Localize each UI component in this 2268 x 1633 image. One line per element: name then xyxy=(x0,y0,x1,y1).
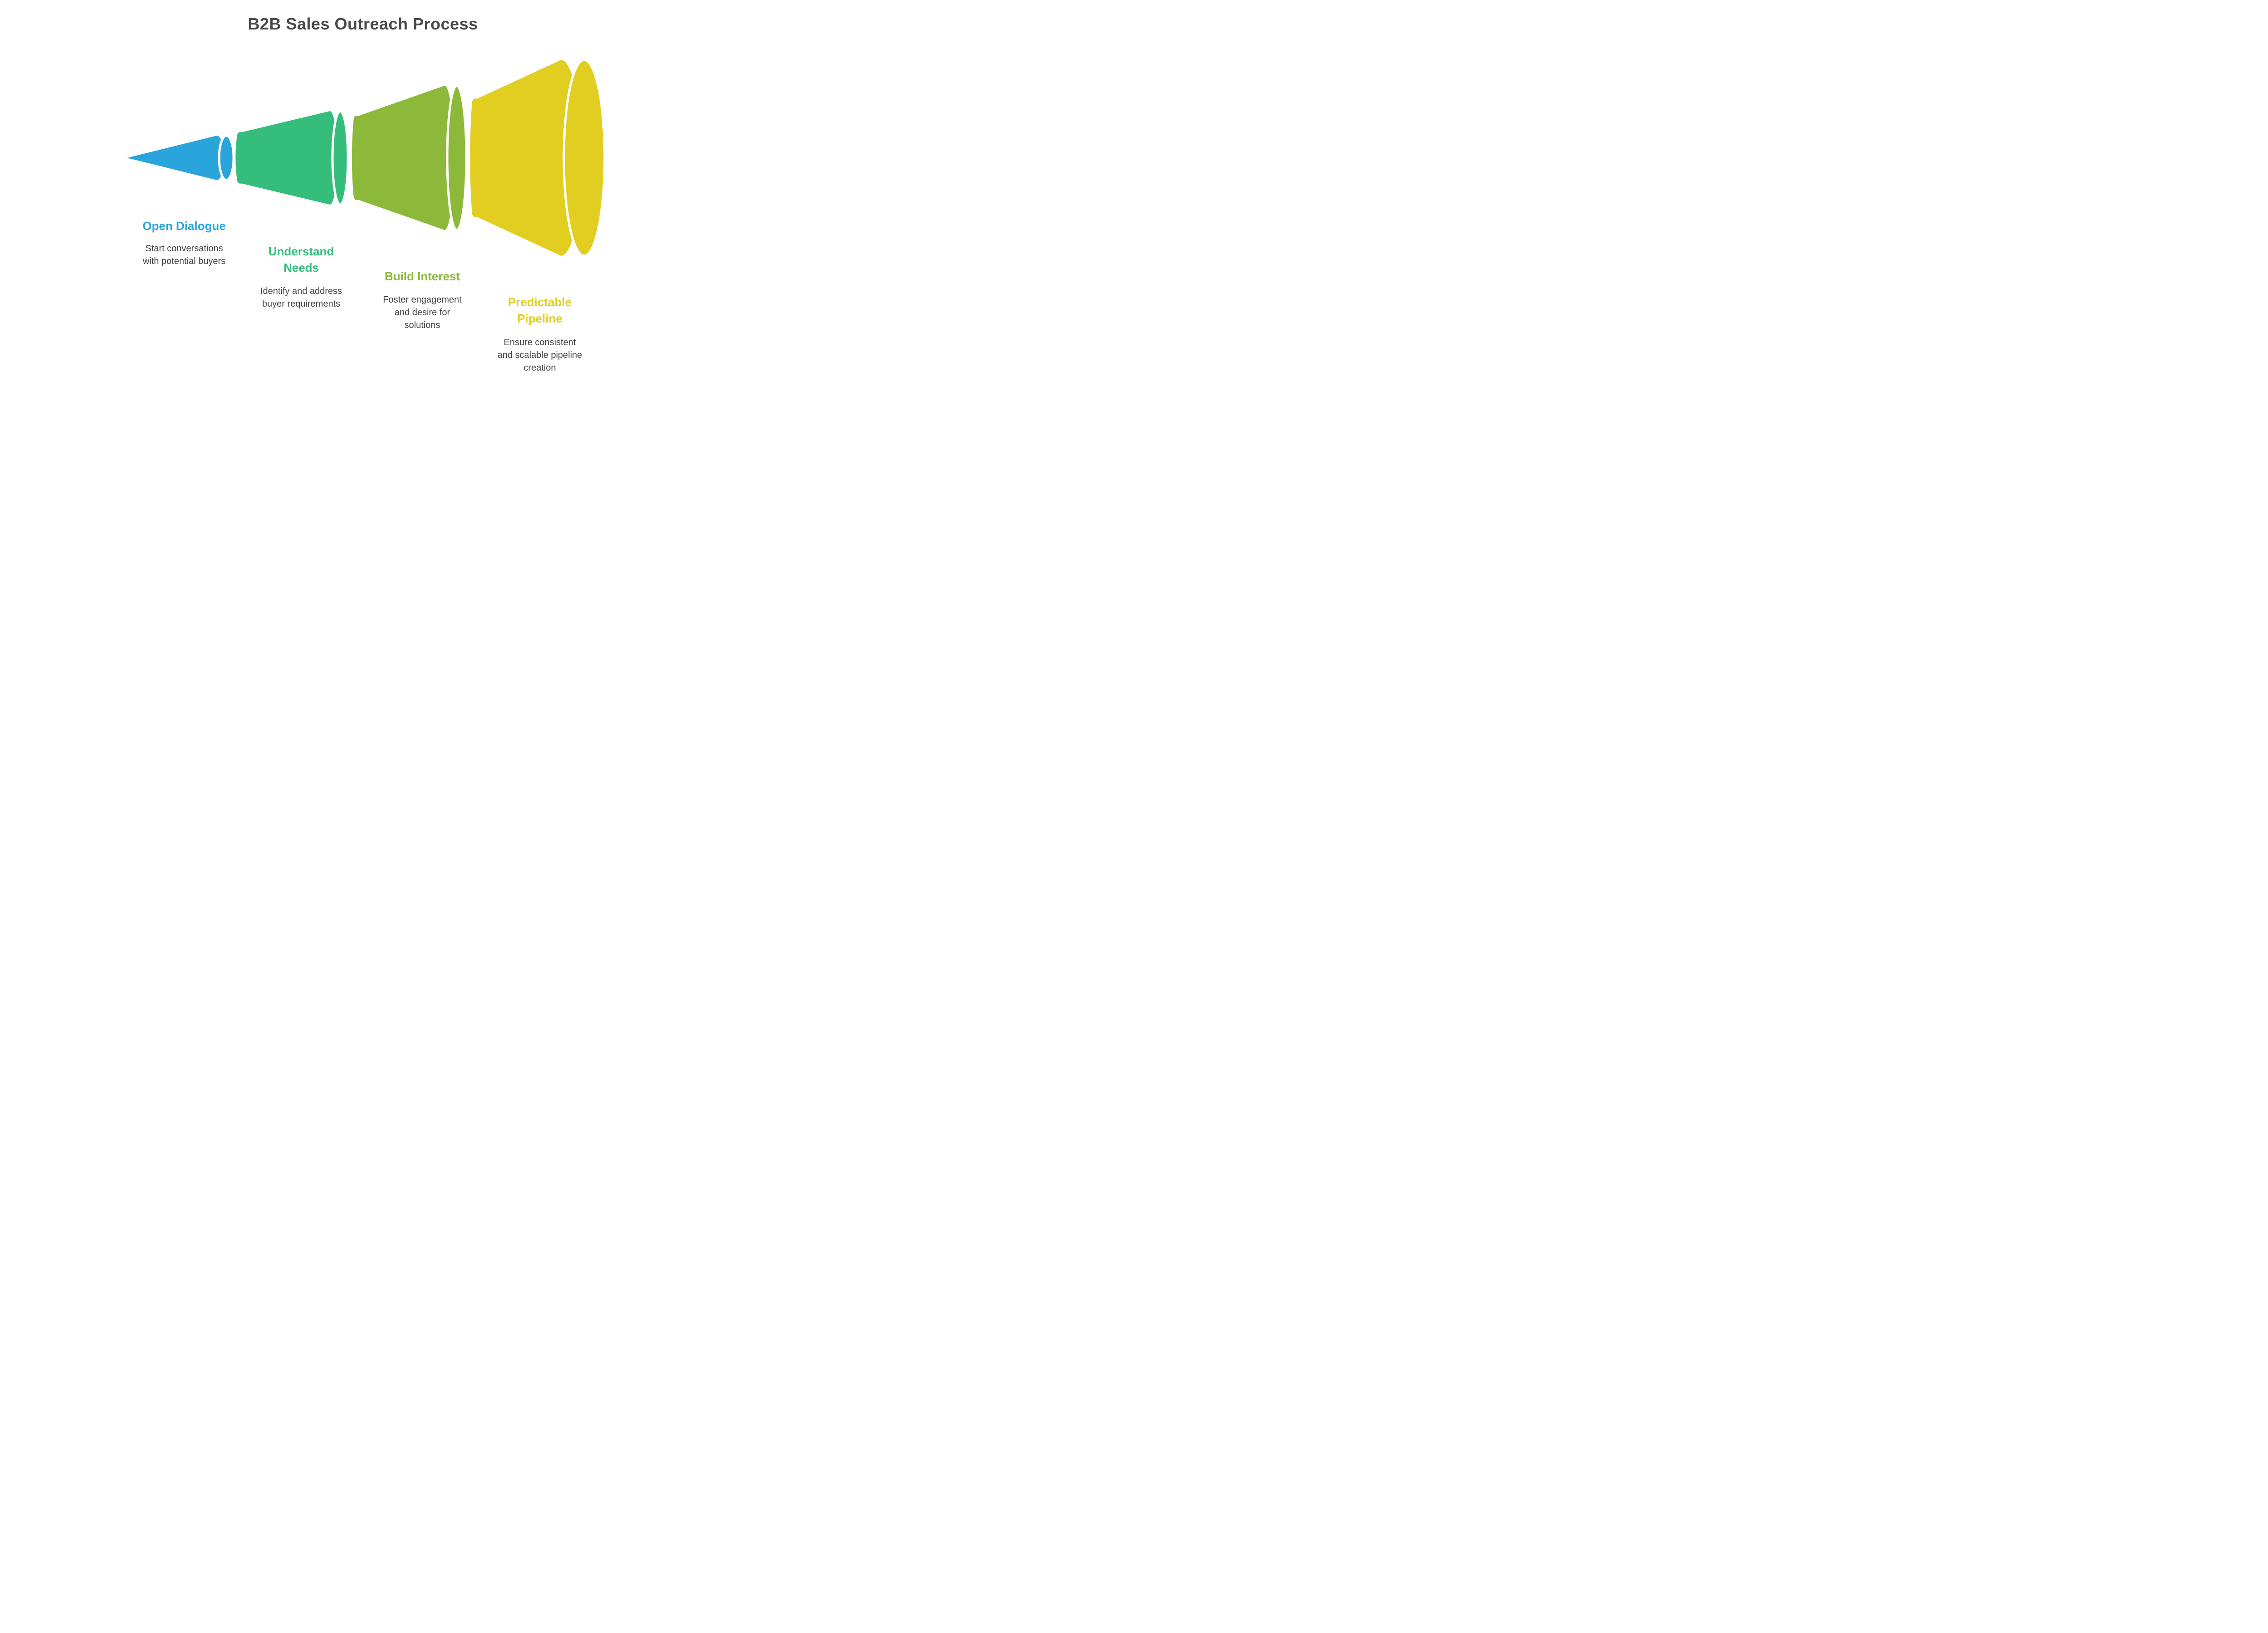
stage-3-label: Build Interest xyxy=(354,268,490,284)
stage-4-desc-line: creation xyxy=(523,363,556,373)
funnel-graphic xyxy=(127,59,606,257)
stage-1-label: Open Dialogue xyxy=(116,218,252,234)
stage-4-cone-body xyxy=(470,60,582,256)
stage-3-desc-line: solutions xyxy=(404,320,440,330)
stage-4-label-line: Pipeline xyxy=(517,312,562,325)
stage-3-desc-line: and desire for xyxy=(394,308,450,318)
stage-2-label: Understand Needs xyxy=(233,243,369,276)
stage-1-cone-cap xyxy=(218,134,235,181)
stage-4-label-line: Predictable xyxy=(508,295,572,309)
stage-1-desc-line: Start conversations xyxy=(145,244,223,254)
stage-2-cone xyxy=(235,110,349,206)
stage-3-description: Foster engagement and desire for solutio… xyxy=(377,293,468,332)
stage-2-desc-line: buyer requirements xyxy=(262,299,341,309)
stage-1-desc-line: with potential buyers xyxy=(142,256,226,266)
funnel-diagram-canvas: B2B Sales Outreach Process Open Dialogue… xyxy=(0,0,726,408)
stage-4-desc-line: Ensure consistent xyxy=(503,337,576,347)
stage-4-description: Ensure consistent and scalable pipeline … xyxy=(485,336,594,374)
stage-1-description: Start conversations with potential buyer… xyxy=(130,242,239,268)
stage-1-cone-body xyxy=(127,136,224,180)
stage-1-label-line: Open Dialogue xyxy=(142,219,226,233)
stage-1-cone xyxy=(127,134,235,181)
page-title: B2B Sales Outreach Process xyxy=(248,15,478,33)
stage-2-cone-cap xyxy=(331,110,349,206)
stage-3-label-line: Build Interest xyxy=(384,269,460,283)
stage-3-desc-line: Foster engagement xyxy=(383,295,462,305)
stage-4-label: Predictable Pipeline xyxy=(472,294,608,327)
stage-2-label-line: Needs xyxy=(283,261,319,274)
stage-2-desc-line: Identify and address xyxy=(260,286,342,296)
stage-2-description: Identify and address buyer requirements xyxy=(242,285,360,310)
stage-4-cone-cap xyxy=(562,59,606,257)
stage-3-cone-cap xyxy=(446,84,468,231)
stage-4-cone xyxy=(470,59,606,257)
stage-2-cone-body xyxy=(235,111,337,205)
stage-2-label-line: Understand xyxy=(268,244,334,258)
stage-4-desc-line: and scalable pipeline xyxy=(497,350,582,360)
stage-3-cone xyxy=(352,84,468,231)
stage-3-cone-body xyxy=(352,86,454,230)
